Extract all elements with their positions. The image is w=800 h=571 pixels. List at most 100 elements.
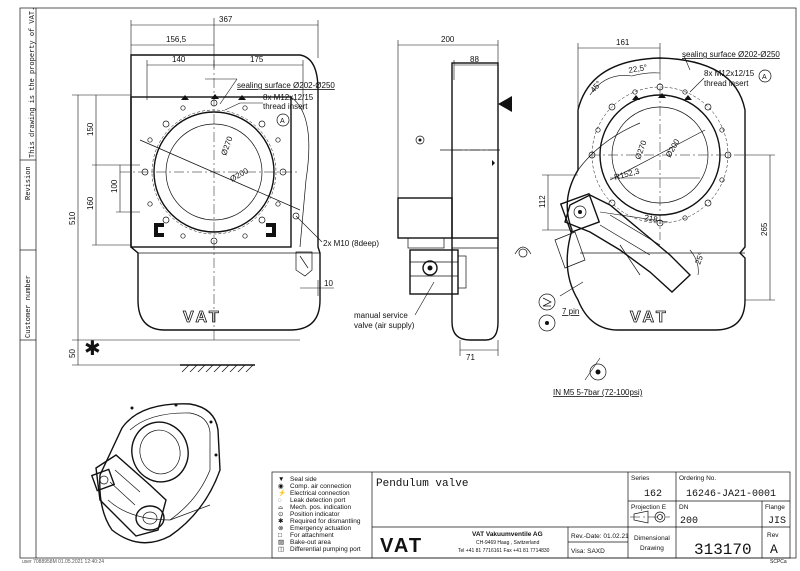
front-dia-270: Ø270: [219, 135, 234, 157]
rev-date: Rev.-Date: 01.02.21: [571, 533, 629, 540]
svg-text:⚡: ⚡: [278, 489, 286, 497]
dim-22-5deg: 22,5°: [628, 63, 648, 75]
front-vat-logo: VAT: [183, 309, 222, 326]
ordering-label: Ordering No.: [679, 475, 716, 482]
ordering-value: 16246-JA21-0001: [686, 489, 776, 500]
front-sealing-surface: sealing surface Ø202-Ø250: [237, 81, 335, 90]
svg-text:▨: ▨: [278, 539, 284, 546]
dim-140: 140: [172, 55, 186, 64]
side-view: 200 88 71 manual service valve (air supp…: [354, 35, 512, 362]
dim-100: 100: [110, 179, 119, 193]
company-address: CH-9469 Haag , Switzerland: [476, 540, 540, 546]
dismantling-marker-icon: ✱: [84, 338, 101, 360]
isometric-view: [90, 403, 221, 544]
side-actuator: [397, 197, 453, 239]
front-m10-note: 2x M10 (8deep): [323, 239, 379, 248]
svg-text:✱: ✱: [278, 517, 284, 525]
projection-symbol-icon: [630, 510, 670, 524]
svg-text:◌: ◌: [278, 497, 282, 504]
flange-label: Flange: [765, 504, 785, 511]
property-note: This drawing is the property of VAT.: [29, 7, 37, 158]
series-value: 162: [644, 489, 662, 500]
svg-text:⌓: ⌓: [278, 504, 283, 511]
rear-sealing-surface: sealing surface Ø202-Ø250: [682, 50, 780, 59]
legend-item: Required for dismantling: [290, 518, 361, 525]
dim-200: 200: [441, 35, 455, 44]
company-phone: Tel +41 81 7716161 Fax +41 81 7714830: [458, 548, 550, 554]
rear-datum-a: A: [762, 74, 767, 81]
dim-156-5: 156,5: [166, 35, 187, 44]
dn-label: DN: [679, 504, 689, 511]
rear-dia-270: Ø270: [633, 139, 648, 161]
manual-service-valve: [409, 249, 459, 295]
dim-71: 71: [466, 353, 475, 362]
in-m5-label: IN M5 5-7bar (72-100psi): [553, 388, 643, 397]
corner-markers: [154, 94, 276, 237]
position-indicator-icon: [514, 246, 532, 258]
front-thread-insert-1: 8x M12x12/15: [263, 93, 314, 102]
dim-45deg: 45°: [589, 79, 604, 94]
dim-160: 160: [86, 196, 95, 210]
drawing-number: 313170: [694, 541, 752, 559]
dim-265: 265: [760, 222, 769, 236]
rear-vat-logo: VAT: [630, 309, 669, 326]
legend-item: Emergency actuation: [290, 525, 351, 532]
legend-item: Seal side: [290, 476, 317, 483]
dim-25deg: 25°: [693, 251, 706, 265]
rear-thread-insert-2: thread insert: [704, 79, 749, 88]
customer-number-label: Customer number: [25, 275, 33, 338]
svg-text:◉: ◉: [278, 483, 284, 490]
svg-text:⊗: ⊗: [278, 525, 284, 532]
pin-connector-icon: [538, 314, 556, 332]
rear-dia-200: Ø200: [664, 137, 682, 159]
footer-stamp: user 7088958M 01.05.2021 12:40:24: [22, 559, 104, 565]
legend-item: Electrical connection: [290, 490, 350, 497]
front-dia-200: Ø200: [229, 166, 251, 184]
legend-item: Mech. pos. indication: [290, 504, 351, 511]
seven-pin-label: 7 pin: [562, 307, 579, 316]
legend-item: Comp. air connection: [290, 483, 352, 490]
front-view: VAT ✱: [68, 15, 379, 373]
left-margin: This drawing is the property of VAT. Rev…: [25, 7, 37, 338]
doc-type-1: Dimensional: [634, 535, 670, 542]
dim-112: 112: [538, 195, 547, 208]
rear-view: VAT 161 45° 22,5° R152,3 218 112: [514, 38, 780, 397]
svg-text:◫: ◫: [278, 546, 284, 553]
seal-side-flag-icon: [498, 96, 512, 112]
rear-actuator: [554, 192, 692, 293]
manual-service-label-2: valve (air supply): [354, 321, 415, 330]
legend-item: Bake-out area: [290, 539, 331, 546]
legend-item: Position indicator: [290, 511, 340, 518]
flange-value: JIS: [768, 516, 786, 527]
legend-item: For attachment: [290, 532, 334, 539]
rev-label: Rev: [767, 532, 779, 539]
dim-161: 161: [616, 38, 630, 47]
dim-367: 367: [219, 15, 233, 24]
title-block: ▼ ◉ ⚡ ◌ ⌓ ⊙ ✱ ⊗ □ ▨ ◫ Seal side Comp. ai…: [271, 471, 791, 565]
manual-service-label-1: manual service: [354, 311, 408, 320]
svg-text:▼: ▼: [278, 476, 284, 483]
drawing-title: Pendulum valve: [376, 478, 468, 490]
rear-thread-insert-1: 8x M12x12/15: [704, 69, 755, 78]
dn-value: 200: [680, 516, 698, 527]
dim-50: 50: [68, 349, 77, 358]
doc-type-2: Drawing: [640, 545, 664, 552]
title-vat-logo: VAT: [380, 535, 423, 557]
legend-item: Leak detection port: [290, 497, 345, 504]
dim-10: 10: [324, 279, 333, 288]
dim-88: 88: [470, 55, 479, 64]
dim-218: 218: [644, 213, 659, 224]
series-label: Series: [631, 475, 650, 482]
legend: ▼ ◉ ⚡ ◌ ⌓ ⊙ ✱ ⊗ □ ▨ ◫ Seal side Comp. ai…: [278, 476, 361, 553]
electrical-connection-icon: [538, 293, 556, 311]
svg-text:□: □: [278, 532, 282, 539]
dim-175: 175: [250, 55, 264, 64]
front-thread-insert-2: thread insert: [263, 102, 308, 111]
dim-r152-3: R152,3: [613, 166, 641, 182]
dim-510: 510: [68, 211, 77, 225]
comp-air-icon: [589, 363, 607, 381]
dim-150: 150: [86, 122, 95, 136]
visa: Visa: SAXD: [571, 548, 605, 555]
rev-value: A: [770, 542, 778, 557]
